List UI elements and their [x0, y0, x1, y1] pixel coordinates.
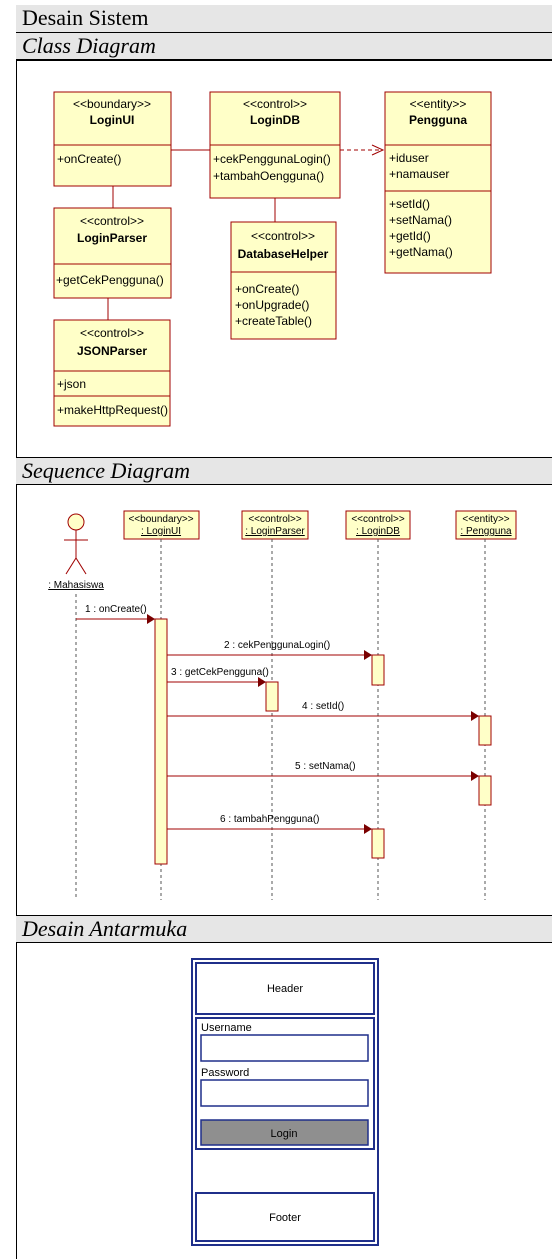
class-method: +tambahOengguna()	[213, 169, 324, 183]
lifeline-stereotype: <<control>>	[248, 514, 302, 525]
class-loginui: <<boundary>> LoginUI +onCreate()	[53, 91, 172, 187]
lifeline-loginparser: <<control>> : LoginParser	[241, 510, 309, 540]
activation-loginui	[154, 618, 168, 865]
message-label: 3 : getCekPengguna()	[171, 667, 269, 678]
message-label: 4 : setId()	[302, 701, 344, 712]
lifeline-name: : LoginParser	[245, 526, 305, 537]
class-name: JSONParser	[77, 344, 147, 358]
login-button	[200, 1119, 369, 1146]
message-6: 6 : tambahPengguna()	[167, 814, 372, 834]
class-loginparser: <<control>> LoginParser +getCekPengguna(…	[53, 207, 172, 299]
class-stereotype: <<entity>>	[410, 97, 467, 111]
message-2: 2 : cekPenggunaLogin()	[167, 640, 372, 660]
message-label: 5 : setNama()	[295, 761, 356, 772]
lifeline-name: : LoginUI	[141, 526, 181, 537]
class-databasehelper: <<control>> DatabaseHelper +onCreate() +…	[230, 221, 337, 340]
activation-loginparser	[265, 681, 279, 712]
class-jsonparser: <<control>> JSONParser +json +makeHttpRe…	[53, 319, 171, 427]
class-attribute: +namauser	[389, 167, 449, 181]
lifeline-name: : Pengguna	[460, 526, 512, 537]
lifeline-stereotype: <<boundary>>	[128, 514, 193, 525]
class-name: LoginDB	[250, 113, 300, 127]
section-title-class-diagram: Class Diagram	[16, 33, 552, 60]
class-name: LoginParser	[77, 231, 147, 245]
class-stereotype: <<control>>	[80, 326, 144, 340]
mockup-header	[195, 962, 375, 1015]
class-method: +getId()	[389, 229, 431, 243]
lifeline-loginui: <<boundary>> : LoginUI	[123, 510, 200, 540]
actor-mahasiswa: : Mahasiswa	[48, 513, 104, 591]
class-stereotype: <<control>>	[251, 229, 315, 243]
lifeline-name: : LoginDB	[356, 526, 400, 537]
message-1: 1 : onCreate()	[76, 604, 155, 624]
mockup-footer	[195, 1192, 375, 1242]
mockup-body	[195, 1017, 375, 1150]
lifeline-stereotype: <<control>>	[351, 514, 405, 525]
lifeline-stereotype: <<entity>>	[462, 514, 509, 525]
class-method: +cekPenggunaLogin()	[213, 152, 331, 166]
class-method: +createTable()	[235, 314, 312, 328]
mockup-header-label: Header	[267, 983, 303, 995]
class-method: +onCreate()	[235, 282, 299, 296]
class-name: LoginUI	[90, 113, 135, 127]
class-method: +getCekPengguna()	[56, 273, 164, 287]
section-title-sequence-diagram: Sequence Diagram	[16, 457, 552, 485]
login-mockup: Header Username Password Login Footer	[191, 958, 379, 1246]
class-method: +setNama()	[389, 213, 452, 227]
password-field	[200, 1079, 369, 1107]
login-button-label: Login	[271, 1128, 298, 1140]
message-label: 1 : onCreate()	[85, 604, 147, 615]
class-method: +makeHttpRequest()	[57, 403, 168, 417]
mockup-footer-label: Footer	[269, 1212, 301, 1224]
message-label: 2 : cekPenggunaLogin()	[224, 640, 330, 651]
activation-logindb	[371, 828, 385, 859]
message-3: 3 : getCekPengguna()	[167, 667, 269, 687]
message-label: 6 : tambahPengguna()	[220, 814, 320, 825]
lifeline-pengguna: <<entity>> : Pengguna	[455, 510, 517, 540]
divider	[16, 60, 552, 61]
activation-pengguna	[478, 775, 492, 806]
class-stereotype: <<control>>	[80, 214, 144, 228]
dependency-arrowhead	[371, 144, 385, 156]
lifeline-logindb: <<control>> : LoginDB	[345, 510, 411, 540]
activation-pengguna	[478, 715, 492, 746]
activation-logindb	[371, 654, 385, 686]
section-title-system-design: Desain Sistem	[16, 5, 552, 33]
class-stereotype: <<control>>	[243, 97, 307, 111]
section-title-interface-design: Desain Antarmuka	[16, 915, 552, 943]
class-name: Pengguna	[409, 113, 467, 127]
class-method: +onUpgrade()	[235, 298, 309, 312]
class-attribute: +iduser	[389, 151, 429, 165]
username-label: Username	[201, 1022, 252, 1034]
class-pengguna: <<entity>> Pengguna +iduser +namauser +s…	[384, 91, 492, 274]
class-method: +setId()	[389, 197, 430, 211]
class-attribute: +json	[57, 377, 86, 391]
class-name: DatabaseHelper	[238, 247, 329, 261]
class-method: +getNama()	[389, 245, 453, 259]
actor-label: : Mahasiswa	[48, 580, 104, 591]
message-5: 5 : setNama()	[167, 761, 479, 781]
password-label: Password	[201, 1067, 249, 1079]
class-stereotype: <<boundary>>	[73, 97, 151, 111]
username-field	[200, 1034, 369, 1062]
message-4: 4 : setId()	[167, 701, 479, 721]
class-method: +onCreate()	[57, 152, 121, 166]
class-logindb: <<control>> LoginDB +cekPenggunaLogin() …	[209, 91, 341, 199]
